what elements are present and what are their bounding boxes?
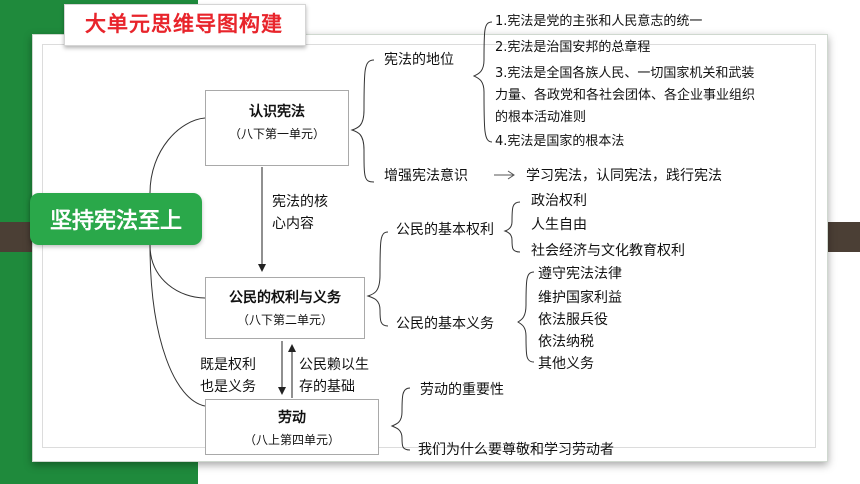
rights-item-3: 社会经济与文化教育权利 bbox=[531, 243, 685, 259]
duties-item-1: 遵守宪法法律 bbox=[538, 266, 622, 282]
labor-item-1: 劳动的重要性 bbox=[420, 382, 504, 398]
duties-label: 公民的基本义务 bbox=[396, 316, 494, 332]
brace-rights bbox=[503, 201, 521, 253]
brace-status bbox=[472, 21, 493, 143]
rights-item-1: 政治权利 bbox=[531, 193, 587, 209]
node-unit1[interactable]: 认识宪法 （八下第一单元） bbox=[205, 90, 349, 166]
node-unit2[interactable]: 公民的权利与义务 （八下第二单元） bbox=[205, 277, 365, 339]
link-core-line1: 宪法的核 bbox=[272, 194, 328, 210]
link-core-line2: 心内容 bbox=[272, 216, 314, 232]
duties-item-2: 维护国家利益 bbox=[538, 290, 622, 306]
node-unit2-title: 公民的权利与义务 bbox=[229, 290, 341, 306]
brace-labor bbox=[390, 387, 411, 451]
duties-item-3: 依法服兵役 bbox=[538, 312, 608, 328]
brace-unit2 bbox=[366, 231, 389, 327]
status-point-3-end: 的根本活动准则 bbox=[495, 110, 587, 125]
awareness-text: 学习宪法，认同宪法，践行宪法 bbox=[526, 168, 722, 184]
status-point-1: 1.宪法是党的主张和人民意志的统一 bbox=[495, 14, 703, 29]
content-card bbox=[32, 34, 828, 462]
labor-item-2: 我们为什么要尊敬和学习劳动者 bbox=[418, 442, 614, 458]
awareness-arrow-head bbox=[507, 170, 515, 180]
node-unit1-sub: （八下第一单元） bbox=[228, 127, 325, 141]
node-unit2-sub: （八下第二单元） bbox=[236, 313, 333, 327]
content-card-inner-border bbox=[42, 44, 816, 448]
title-tab bbox=[64, 4, 306, 46]
link-rely-line1: 公民赖以生 bbox=[299, 357, 369, 373]
link-rely-line2: 存的基础 bbox=[299, 379, 355, 395]
main-topic-button[interactable]: 坚持宪法至上 bbox=[30, 193, 202, 245]
status-point-3: 3.宪法是全国各族人民、一切国家机关和武装 bbox=[495, 66, 755, 81]
status-point-3-cont: 力量、各政党和各社会团体、各企业事业组织 bbox=[495, 88, 756, 103]
rights-item-2: 人生自由 bbox=[531, 217, 587, 233]
curve-main-unit3 bbox=[149, 244, 206, 407]
awareness-label: 增强宪法意识 bbox=[384, 168, 468, 184]
node-unit3-title: 劳动 bbox=[278, 410, 306, 426]
link-both-line2: 也是义务 bbox=[200, 379, 256, 395]
brace-unit1 bbox=[350, 59, 375, 183]
node-unit1-title: 认识宪法 bbox=[249, 104, 305, 120]
page-title: 大单元思维导图构建 bbox=[85, 12, 283, 36]
status-point-2: 2.宪法是治国安邦的总章程 bbox=[495, 40, 651, 55]
duties-item-5: 其他义务 bbox=[538, 356, 594, 372]
curve-main-unit1 bbox=[149, 117, 206, 194]
curve-main-unit2 bbox=[149, 244, 206, 299]
status-point-4: 4.宪法是国家的根本法 bbox=[495, 134, 625, 149]
duties-item-4: 依法纳税 bbox=[538, 334, 594, 350]
node-unit3[interactable]: 劳动 （八上第四单元） bbox=[205, 399, 379, 455]
link-both-line1: 既是权利 bbox=[200, 357, 256, 373]
brace-duties bbox=[517, 271, 535, 363]
node-unit3-sub: （八上第四单元） bbox=[243, 433, 340, 447]
rights-label: 公民的基本权利 bbox=[396, 222, 494, 238]
status-label: 宪法的地位 bbox=[384, 52, 454, 68]
